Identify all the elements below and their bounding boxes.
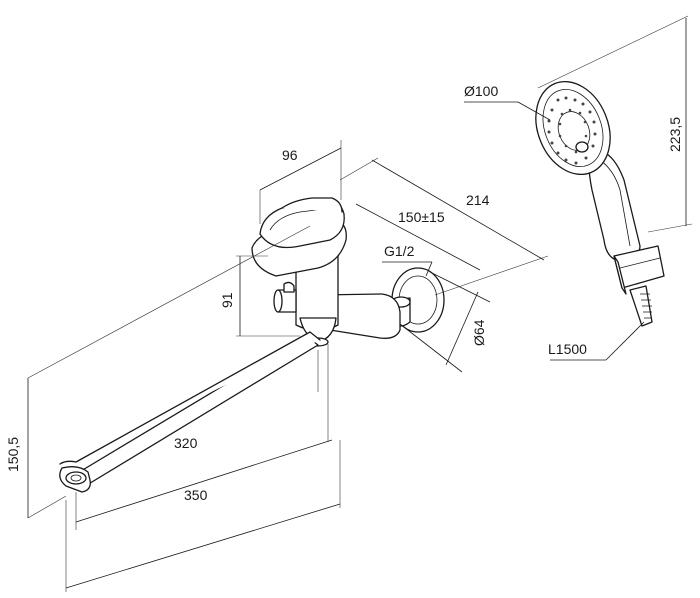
spout — [59, 331, 321, 493]
mixer-body — [251, 197, 445, 347]
dim-100: Ø100 — [464, 83, 498, 99]
hand-shower — [535, 80, 665, 327]
dim-g12: G1/2 — [384, 243, 415, 259]
dim-1505: 150,5 — [5, 437, 21, 472]
dim-350: 350 — [184, 487, 208, 503]
dim-64: Ø64 — [471, 319, 487, 346]
dim-150: 150±15 — [398, 209, 445, 225]
dim-2235: 223,5 — [667, 117, 683, 152]
dim-320: 320 — [174, 435, 198, 451]
dim-96: 96 — [282, 147, 298, 163]
dim-214: 214 — [466, 192, 490, 208]
shower-nozzles — [547, 96, 597, 165]
dim-l1500: L1500 — [548, 341, 587, 357]
dimension-lines — [27, 15, 693, 592]
dim-91: 91 — [219, 292, 235, 308]
